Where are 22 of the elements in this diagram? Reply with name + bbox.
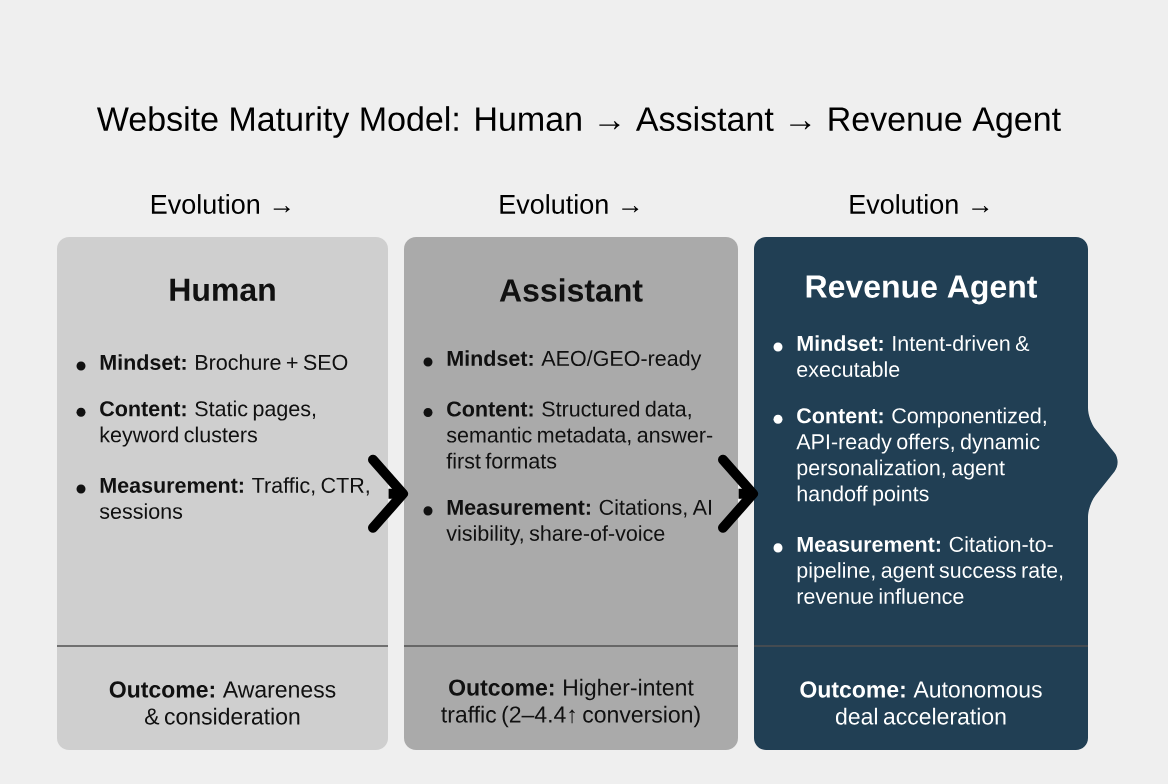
bullet-item: Mindset: Brochure + SEO — [76, 354, 348, 371]
stage-label: Evolution → — [500, 194, 639, 214]
stage-label: Evolution → — [850, 194, 989, 214]
panel-heading: Assistant — [499, 278, 643, 302]
title: Website Maturity Model: Human → Assistant → Revenue Agent — [96, 106, 1061, 138]
outcome-text: Outcome: Higher-intent traffic (2–4.4↑ conversion) — [441, 678, 700, 728]
panel-card — [56, 237, 389, 750]
panel-card — [403, 237, 739, 750]
bullet-item: Measurement: Citation-to-pipeline, agent success rate, revenue influence — [773, 536, 1063, 604]
bullet-item: Mindset: Intent-driven & executable — [773, 335, 1030, 378]
bullet-item: Content: Structured data, semantic metadata, answer-first formats — [423, 400, 713, 469]
outcome-text: Outcome: Awareness & consideration — [109, 681, 336, 725]
panel-heading: Revenue Agent — [806, 275, 1038, 305]
panel-card — [753, 237, 1118, 750]
bullet-item: Content: Componentized, API-ready offers, dynamic personalization, agent handoff points — [773, 407, 1046, 506]
panel-heading: Human — [170, 278, 275, 302]
bullet-item: Content: Static pages, keyword clusters — [76, 400, 316, 447]
stage-label: Evolution → — [151, 194, 290, 214]
bullet-item: Measurement: Citations, AI visibility, share-of-voice — [423, 499, 711, 546]
bullet-item: Mindset: AEO/GEO-ready — [423, 350, 702, 371]
outcome-text: Outcome: Autonomous deal acceleration — [800, 681, 1042, 725]
bullet-item: Measurement: Traffic, CTR, sessions — [76, 477, 369, 519]
